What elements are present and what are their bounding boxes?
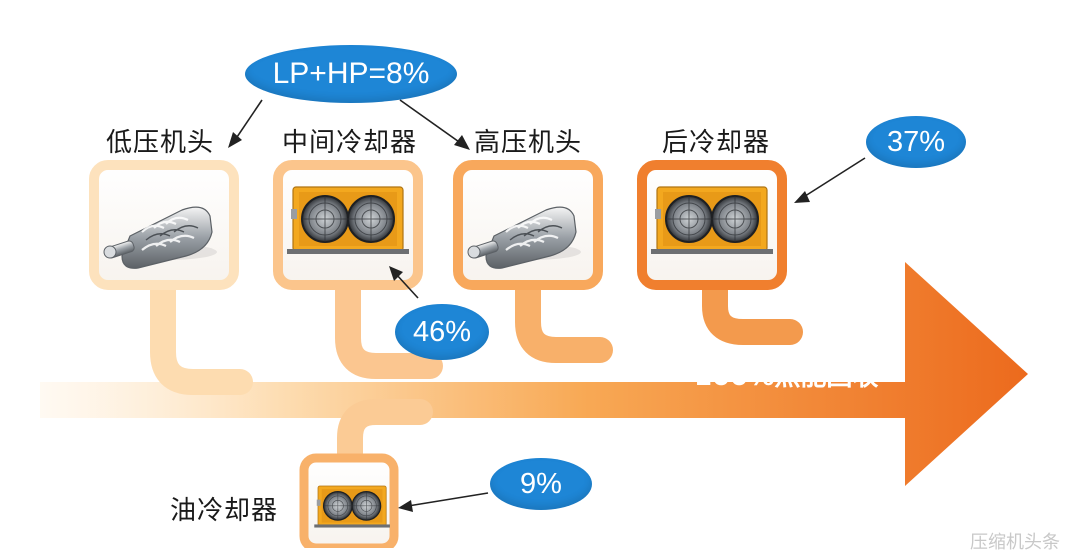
hp-head-box [453, 160, 603, 290]
oil-cooler-label: 油冷却器 [170, 496, 279, 526]
branch-hp-head [515, 267, 613, 363]
aftercooler-label: 后冷却器 [662, 128, 771, 158]
hp-head-label: 高压机头 [474, 128, 583, 158]
total-badge-label: LP+HP=8% [272, 57, 430, 90]
intercooler-label: 中间冷却器 [282, 128, 418, 158]
branch-oil-cooler [337, 399, 433, 475]
total-badge: LP+HP=8% [245, 45, 457, 103]
intercooler-percent-badge: 46% [395, 304, 489, 360]
aftercooler-box [637, 160, 787, 290]
pointer-arrows [228, 99, 866, 512]
aftercooler-percent: 37% [886, 125, 946, 158]
branch-lp-head [150, 267, 253, 395]
fan-cooler-icon [313, 485, 391, 529]
lp-head-label: 低压机头 [106, 128, 215, 158]
heat-flow-arrow [40, 262, 1028, 486]
oil-cooler-percent: 9% [520, 467, 562, 500]
flow-branches [150, 267, 803, 475]
oil-cooler-box [299, 453, 399, 548]
lp-head-box [89, 160, 239, 290]
aftercooler-percent-badge: 37% [866, 116, 966, 168]
intercooler-percent: 46% [412, 315, 472, 348]
intercooler-box [273, 160, 423, 290]
branch-aftercooler [702, 267, 803, 345]
fan-cooler-icon [650, 186, 774, 255]
heat-recovery-label: 100%热能回收 [694, 362, 879, 392]
oil-cooler-percent-badge: 9% [490, 458, 592, 510]
fan-cooler-icon [286, 186, 410, 255]
watermark: 压缩机头条 [970, 532, 1060, 553]
branch-intercooler [335, 269, 443, 379]
